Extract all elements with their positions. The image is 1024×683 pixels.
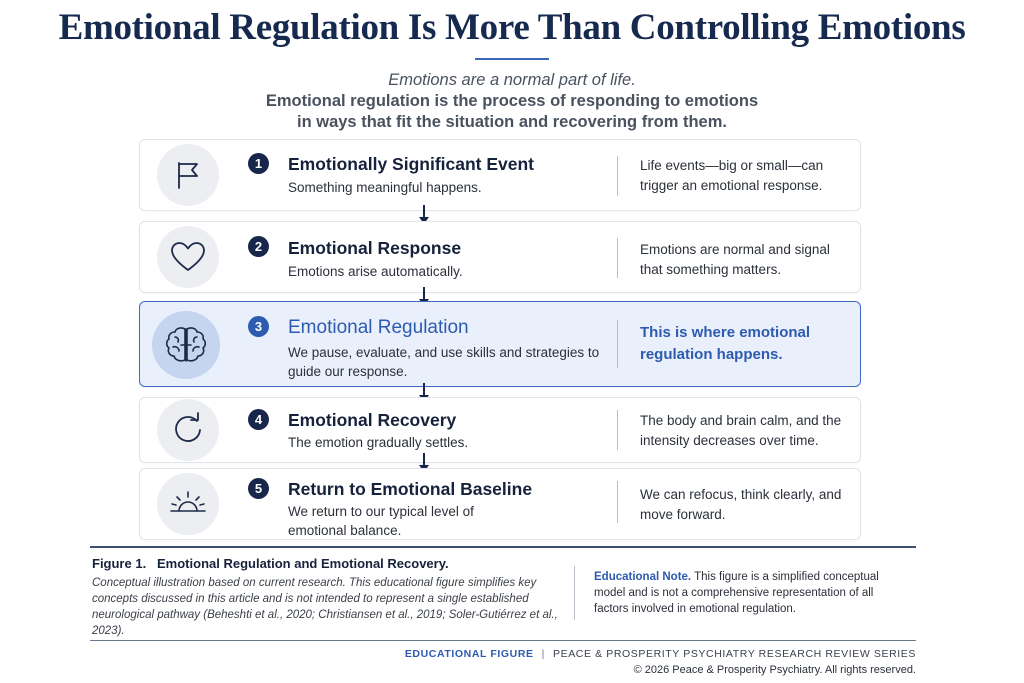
footer-rule	[90, 640, 916, 641]
step-5-divider	[617, 481, 618, 523]
footer-series: PEACE & PROSPERITY PSYCHIATRY RESEARCH R…	[552, 648, 916, 660]
step-1-title: Emotionally Significant Event	[288, 154, 535, 174]
sunrise-icon	[170, 491, 206, 512]
step-5-title: Return to Emotional Baseline	[288, 479, 533, 499]
step-3-icon-circle	[152, 311, 220, 379]
step-4-note: The body and brain calm, and the intensi…	[640, 413, 842, 448]
step-5-card: 5 Return to Emotional Baseline We return…	[139, 468, 861, 540]
step-3-card: 3 Emotional Regulation We pause, evaluat…	[139, 301, 861, 387]
step-2-note: Emotions are normal and signal that some…	[640, 242, 830, 277]
footer-copyright: © 2026 Peace & Prosperity Psychiatry. Al…	[633, 664, 916, 676]
educational-note-label: Educational Note.	[594, 571, 692, 583]
caption-divider	[574, 566, 575, 620]
step-4-title: Emotional Recovery	[288, 410, 457, 430]
intro-line-2: Emotional regulation is the process of r…	[265, 92, 759, 110]
flag-icon	[178, 162, 198, 189]
figure-title: Emotional Regulation Is More Than Contro…	[58, 7, 966, 48]
step-5-note: We can refocus, think clearly, and move …	[640, 487, 842, 522]
step-1-description: Something meaningful happens.	[288, 180, 482, 195]
step-1-divider	[617, 156, 618, 196]
title-underline	[475, 58, 549, 60]
step-5-number: 5	[248, 478, 269, 499]
figure-caption-body: Conceptual illustration based on current…	[92, 577, 558, 637]
step-1-note: Life events—big or small—can trigger an …	[640, 158, 824, 193]
step-4-divider	[617, 410, 618, 450]
step-2-description: Emotions arise automatically.	[288, 264, 463, 279]
footer-separator: |	[541, 648, 545, 660]
intro-text: Emotions are a normal part of life. Emot…	[0, 70, 1024, 133]
brain-icon	[165, 327, 207, 362]
step-2-card: 2 Emotional Response Emotions arise auto…	[139, 221, 861, 293]
step-1-card: 1 Emotionally Significant Event Somethin…	[139, 139, 861, 211]
step-2-icon-circle	[157, 226, 219, 288]
step-1-icon-circle	[157, 144, 219, 206]
footer-tag: EDUCATIONAL FIGURE	[404, 648, 534, 660]
caption-top-rule	[90, 546, 916, 548]
educational-note-text: This figure is a simplified conceptual m…	[594, 571, 879, 615]
intro-line-1: Emotions are a normal part of life.	[388, 71, 636, 89]
step-3-number: 3	[248, 316, 269, 337]
step-3-title: Emotional Regulation	[288, 317, 469, 338]
figure-caption: Figure 1. Emotional Regulation and Emoti…	[92, 556, 562, 639]
step-3-description: We pause, evaluate, and use skills and s…	[288, 345, 600, 379]
step-4-card: 4 Emotional Recovery The emotion gradual…	[139, 397, 861, 463]
step-4-number: 4	[248, 409, 269, 430]
intro-line-3: in ways that fit the situation and recov…	[297, 113, 727, 131]
down-arrow-icon	[419, 205, 429, 224]
heart-icon	[171, 242, 205, 271]
step-4-description: The emotion gradually settles.	[288, 435, 469, 450]
step-2-title: Emotional Response	[288, 238, 462, 258]
step-5-icon-circle	[157, 473, 219, 535]
footer-series-line: EDUCATIONAL FIGURE | PEACE & PROSPERITY PS…	[405, 648, 916, 660]
step-3-note: This is where emotional regulation happe…	[640, 324, 811, 363]
step-5-description: We return to our typical level of emotio…	[288, 504, 474, 538]
step-2-divider	[617, 238, 618, 278]
step-3-divider	[617, 320, 618, 368]
figure-caption-title: Figure 1. Emotional Regulation and Emoti…	[92, 556, 449, 571]
educational-note: Educational Note. This figure is a simpl…	[594, 569, 909, 617]
refresh-icon	[175, 412, 201, 442]
step-1-number: 1	[248, 153, 269, 174]
step-4-icon-circle	[157, 399, 219, 461]
step-2-number: 2	[248, 236, 269, 257]
